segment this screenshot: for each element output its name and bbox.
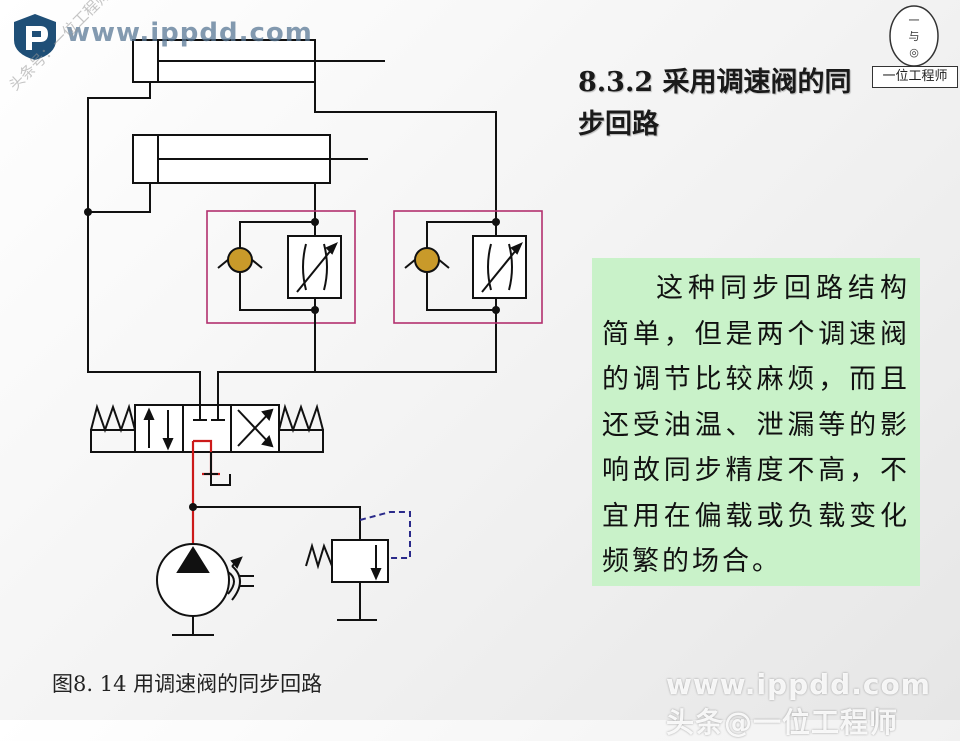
relief-supply-line	[193, 506, 361, 540]
relief-valve	[305, 511, 411, 621]
seal-glyph-1: 一	[909, 14, 920, 27]
directional-valve	[90, 403, 324, 453]
seal-glyph-2: 与	[909, 30, 920, 43]
watermark-url: www.ippdd.com	[66, 18, 313, 48]
speed-valve-1	[206, 210, 356, 372]
check-valve-ball-1	[227, 247, 253, 273]
note-box: 这种同步回路结构简单，但是两个调速阀的调节比较麻烦，而且还受油温、泄漏等的影响故…	[592, 258, 920, 586]
watermark-logo	[14, 14, 56, 60]
cylinder-1	[132, 39, 385, 83]
seal-emblem: 一 与 ◎	[889, 5, 939, 67]
variable-pump	[156, 543, 254, 636]
engineer-seal: 一 与 ◎ 一位工程师	[872, 4, 958, 88]
hydraulic-circuit-diagram	[84, 39, 543, 636]
seal-glyph-3: ◎	[909, 46, 919, 59]
cylinder-2	[132, 134, 368, 184]
junction-dots	[84, 208, 500, 511]
cyl2-left-line	[88, 183, 151, 213]
check-valve-ball-2	[414, 247, 440, 273]
cyl1-left-line	[87, 82, 201, 405]
cyl1-right-line	[217, 82, 497, 405]
note-text: 这种同步回路结构简单，但是两个调速阀的调节比较麻烦，而且还受油温、泄漏等的影响故…	[602, 273, 910, 577]
speed-valve-2	[393, 210, 543, 324]
figure-caption: 图8. 14 用调速阀的同步回路	[52, 672, 323, 696]
bottom-watermark: www.ippdd.com 头条@一位工程师	[666, 668, 931, 739]
section-title: 8.3.2 采用调速阀的同步回路	[578, 67, 852, 140]
seal-label: 一位工程师	[872, 66, 958, 88]
